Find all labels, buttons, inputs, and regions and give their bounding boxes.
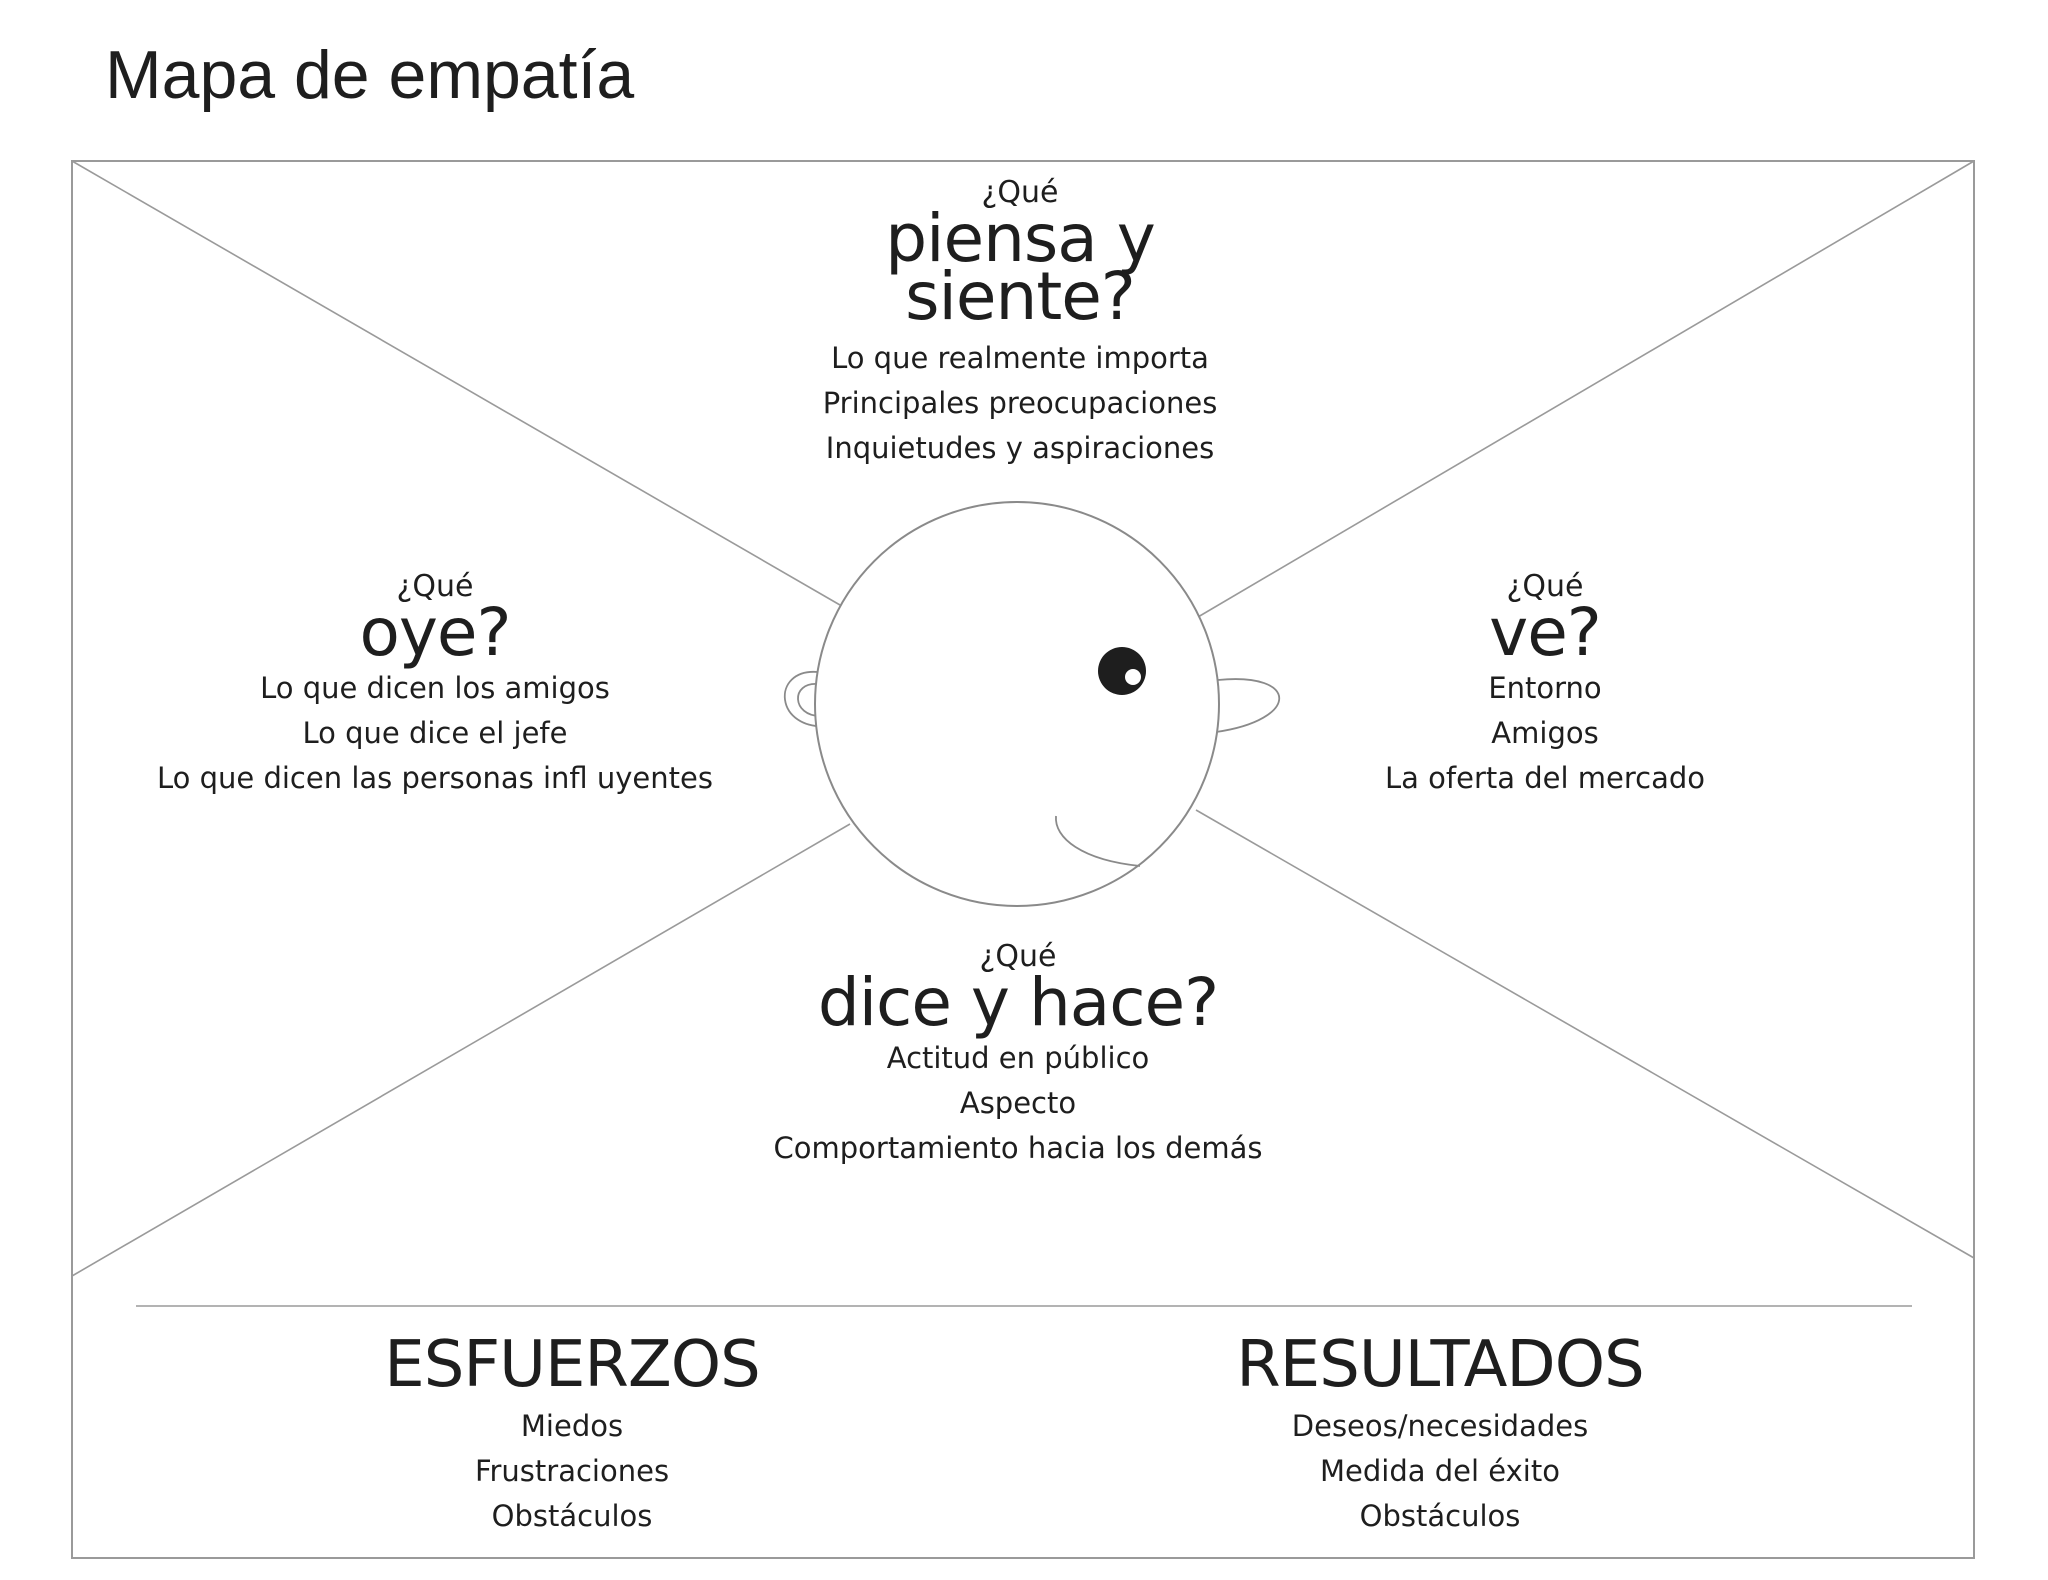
left-ear [783, 671, 831, 728]
right-ear [1215, 678, 1280, 733]
think-feel-item: Principales preocupaciones [822, 386, 1218, 420]
face-circle [814, 501, 1220, 907]
hear-prefix: ¿Qué [396, 569, 474, 604]
pains-item: Miedos [520, 1409, 624, 1443]
hear-heading: oye? [359, 594, 511, 671]
smile [1055, 815, 1141, 867]
see-section: ¿Qué ve? Entorno Amigos La oferta del me… [1385, 570, 1705, 801]
say-do-section: ¿Qué dice y hace? Actitud en público Asp… [774, 940, 1263, 1171]
think-feel-heading-line2: siente? [905, 258, 1136, 335]
hear-section: ¿Qué oye? Lo que dicen los amigos Lo que… [157, 570, 713, 801]
think-feel-prefix: ¿Qué [981, 175, 1059, 210]
eye-highlight [1125, 669, 1141, 685]
say-do-item: Actitud en público [886, 1041, 1150, 1075]
hear-item: Lo que dice el jefe [302, 716, 568, 750]
hear-item: Lo que dicen los amigos [260, 671, 610, 705]
hear-item: Lo que dicen las personas infl uyentes [157, 761, 713, 795]
see-item: Amigos [1491, 716, 1599, 750]
pains-item: Obstáculos [491, 1499, 653, 1533]
gains-heading: RESULTADOS [1236, 1328, 1644, 1402]
say-do-prefix: ¿Qué [979, 939, 1057, 974]
gains-item: Obstáculos [1359, 1499, 1521, 1533]
think-feel-section: ¿Qué piensa y siente? Lo que realmente i… [823, 176, 1218, 471]
diagonal-bottom-right [1195, 809, 1975, 1259]
left-ear-inner [797, 683, 821, 717]
gains-section: RESULTADOS Deseos/necesidades Medida del… [1236, 1328, 1644, 1539]
eye-icon [1098, 647, 1146, 695]
diagonal-top-right [1197, 160, 1975, 618]
diagonal-top-left [71, 160, 841, 606]
pains-heading: ESFUERZOS [384, 1328, 760, 1402]
gains-item: Deseos/necesidades [1291, 1409, 1589, 1443]
pains-item: Frustraciones [474, 1454, 670, 1488]
head-icon [783, 501, 1280, 907]
gains-item: Medida del éxito [1320, 1454, 1560, 1488]
say-do-item: Aspecto [959, 1086, 1077, 1120]
outer-frame [71, 160, 1975, 1559]
see-item: Entorno [1488, 671, 1602, 705]
say-do-heading: dice y hace? [817, 964, 1219, 1041]
diagonal-bottom-left [71, 823, 851, 1277]
think-feel-item: Inquietudes y aspiraciones [825, 431, 1215, 465]
pains-section: ESFUERZOS Miedos Frustraciones Obstáculo… [384, 1328, 760, 1539]
see-prefix: ¿Qué [1506, 569, 1584, 604]
think-feel-heading-line1: piensa y [885, 200, 1156, 277]
page-title: Mapa de empatía [105, 37, 635, 113]
say-do-item: Comportamiento hacia los demás [773, 1131, 1263, 1165]
see-heading: ve? [1489, 594, 1602, 671]
see-item: La oferta del mercado [1385, 761, 1705, 795]
think-feel-item: Lo que realmente importa [831, 341, 1209, 375]
